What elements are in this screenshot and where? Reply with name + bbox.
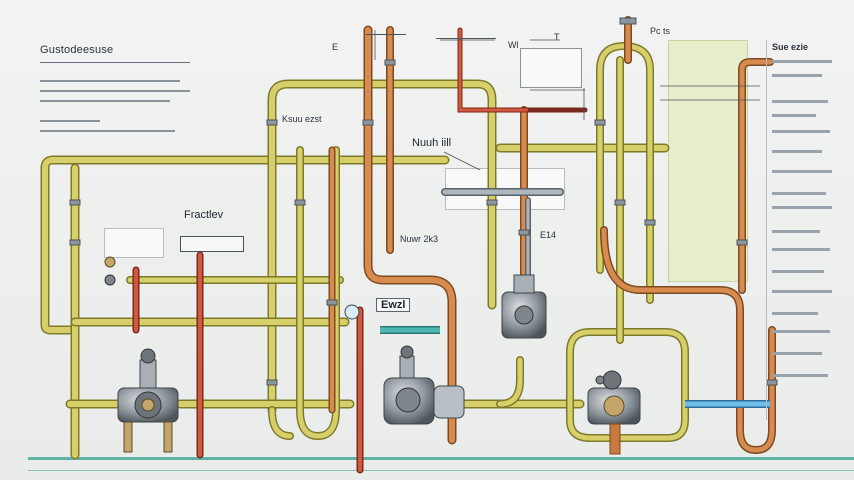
notes-line [40, 100, 170, 102]
tag-box [104, 228, 162, 256]
legend-row [772, 170, 832, 173]
tag-box [520, 48, 582, 88]
copper-pipes [328, 16, 776, 455]
valve-assembly-left [117, 348, 179, 453]
legend-row [772, 312, 818, 315]
legend-row [772, 290, 832, 293]
yellow-pipe-top-arch [267, 79, 497, 415]
valve-tag: T [554, 32, 560, 42]
legend-row [772, 192, 826, 195]
notes-line [40, 120, 100, 122]
legend-row [772, 330, 830, 333]
floor-line-lower [28, 470, 854, 471]
legend-row [772, 206, 832, 209]
legend-row [772, 270, 824, 273]
gauge-small [104, 256, 605, 385]
callout-label: Ewzl [376, 298, 411, 312]
legend-row [772, 352, 822, 355]
gray-pipes [441, 188, 564, 303]
note-label: Ksuu ezst [282, 114, 322, 124]
title-underline [40, 62, 190, 63]
notes-line [40, 80, 180, 82]
note-label: Fractlev [184, 209, 224, 221]
yellow-pipe-u-bends [268, 146, 689, 442]
pipe-fittings [69, 17, 778, 386]
floor-line [28, 457, 854, 460]
legend-row [772, 60, 832, 63]
note-label: Pc ts [650, 26, 671, 36]
legend-row [772, 374, 828, 377]
legend-row [772, 248, 830, 251]
left-callout-panel [104, 228, 164, 258]
tag-box [366, 18, 406, 35]
notes-line [40, 130, 175, 132]
notes-line [40, 90, 190, 92]
legend-row [772, 150, 822, 153]
valve-tag: Wl [508, 40, 519, 50]
right-green-panel [668, 40, 748, 282]
legend-header: Sue ezie [772, 42, 809, 52]
valve-tag: E14 [540, 230, 557, 240]
legend-row [772, 230, 820, 233]
legend-divider [766, 40, 767, 420]
callout-label: Nuuh iill [412, 137, 452, 149]
legend-row [772, 130, 830, 133]
legend-row [772, 114, 816, 117]
leader-lines [180, 30, 760, 243]
valve-assembly-center [383, 345, 465, 425]
valve-tag: E [332, 42, 339, 52]
tag-box [436, 18, 496, 39]
legend-row [772, 100, 828, 103]
diagram-title: Gustodeesuse [40, 44, 114, 56]
valve-assembly-upper-center [501, 274, 547, 339]
legend-row [772, 74, 822, 77]
yellow-pipe-right-tall-loop [596, 41, 654, 344]
note-label: Nuwr 2k3 [400, 234, 439, 244]
tag-box [180, 236, 244, 252]
red-pipes [132, 27, 588, 474]
